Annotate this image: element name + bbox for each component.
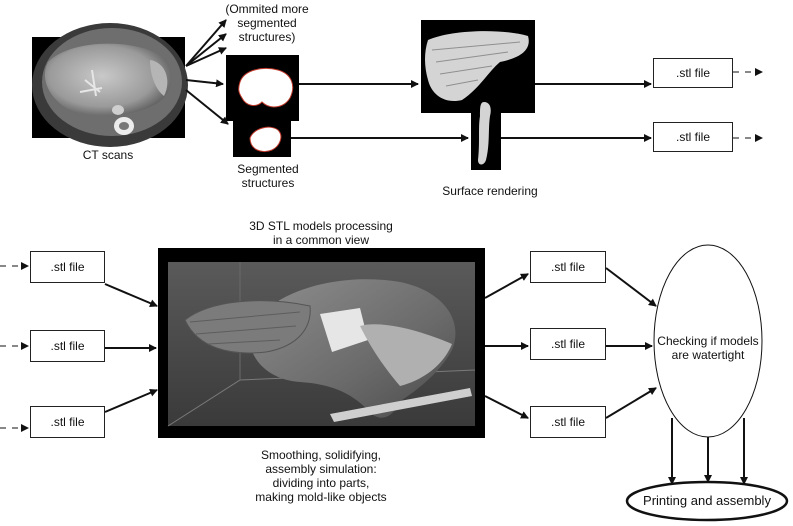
- omitted-structures-label: (Ommited more segmented structures): [225, 2, 309, 44]
- surface-render-vessel: [471, 97, 501, 170]
- surface-rendering-label: Surface rendering: [442, 184, 538, 198]
- watertight-label: Checking if models are watertight: [657, 334, 759, 362]
- printing-assembly-node: [625, 480, 789, 522]
- stl-file-box-left-2: .stl file: [30, 330, 105, 362]
- ct-scan-image: [32, 23, 188, 147]
- watertight-check-node: [653, 244, 763, 438]
- dashed-arrows: [0, 68, 763, 432]
- stl-file-box-right-1: .stl file: [530, 251, 606, 283]
- ct-scans-label: CT scans: [82, 148, 134, 162]
- stl-file-box-top-2: .stl file: [653, 122, 733, 152]
- processing-title: 3D STL models processing in a common vie…: [249, 219, 393, 247]
- processing-caption: Smoothing, solidifying, assembly simulat…: [255, 448, 387, 504]
- segmented-structure-1: [226, 55, 299, 121]
- stl-file-box-left-3: .stl file: [30, 406, 105, 438]
- 3d-processing-view: [158, 248, 485, 438]
- stl-file-box-right-3: .stl file: [530, 406, 606, 438]
- stl-file-box-left-1: .stl file: [30, 251, 105, 283]
- segmented-structure-2: [233, 117, 291, 157]
- arrows-top: [185, 19, 652, 142]
- stl-file-box-right-2: .stl file: [530, 328, 606, 360]
- stl-file-box-top-1: .stl file: [653, 58, 733, 88]
- arrows-bottom: [104, 267, 748, 485]
- segmented-structures-label: Segmented structures: [237, 162, 299, 190]
- printing-assembly-label: Printing and assembly: [643, 493, 771, 508]
